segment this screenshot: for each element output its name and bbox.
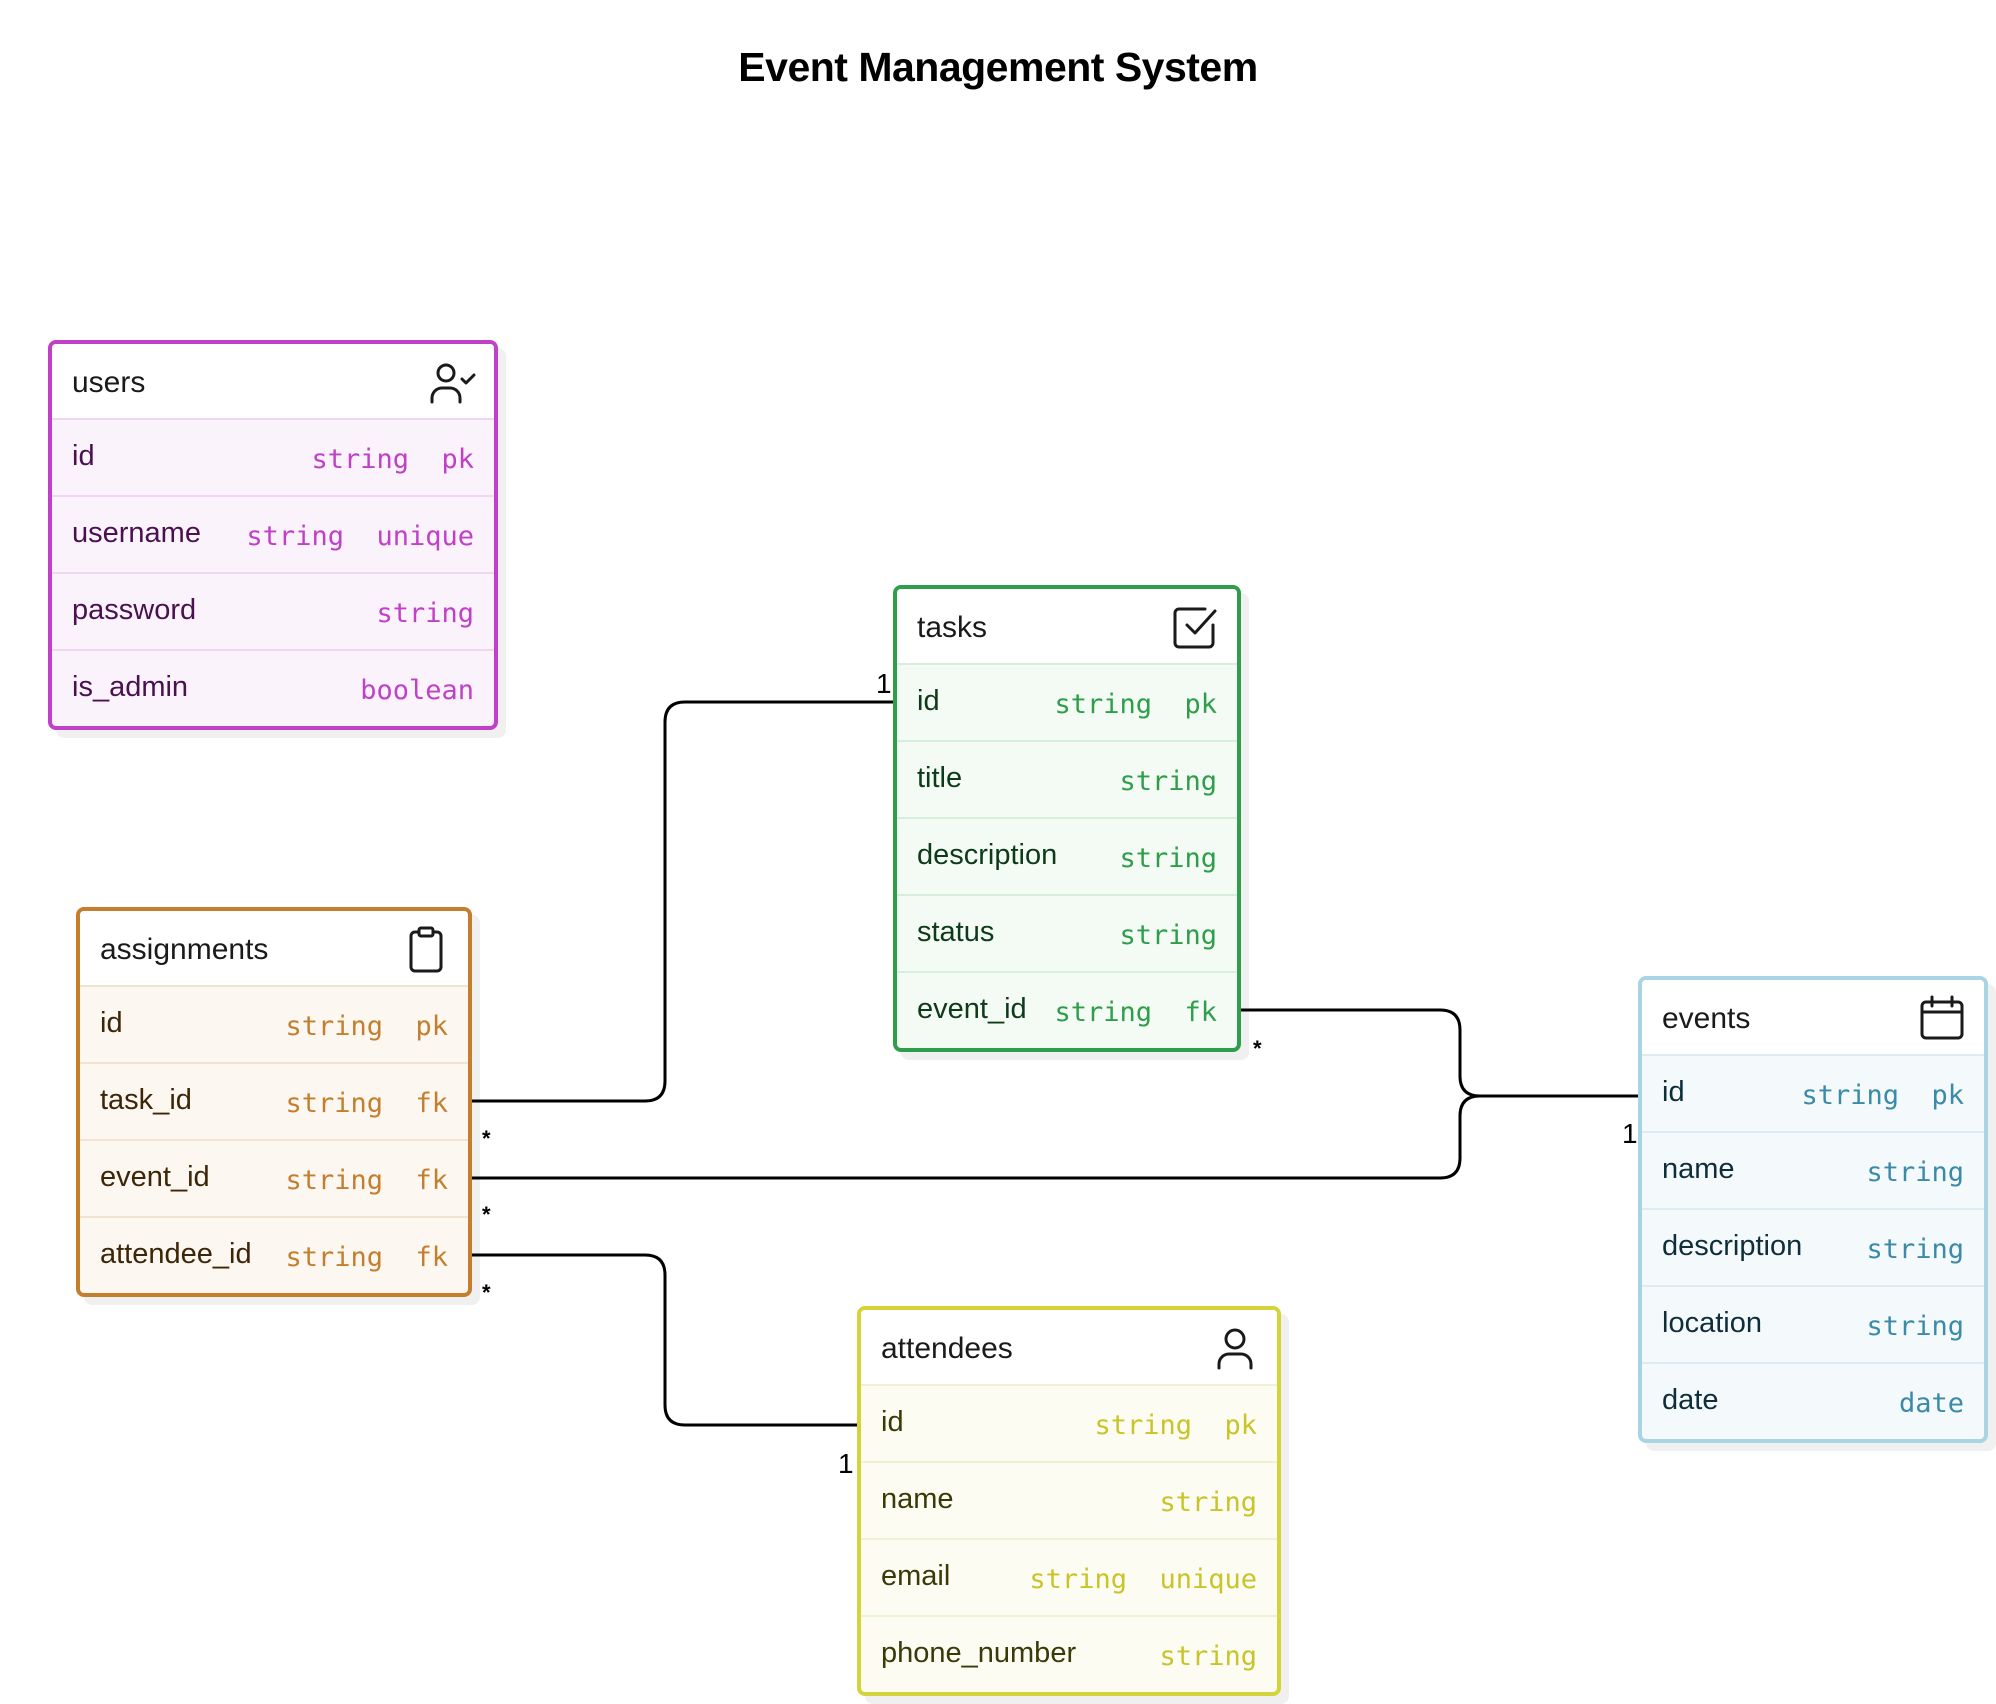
user-check-icon [430, 363, 476, 404]
field-name: id [72, 440, 95, 472]
field-type: string pk [1094, 1410, 1257, 1441]
cardinality-one: 1 [1622, 1118, 1638, 1149]
field-type: string [1119, 766, 1217, 797]
link-assignments-attendees [460, 1253, 869, 1427]
field-name: username [72, 517, 201, 549]
field-type: string fk [285, 1165, 448, 1196]
field-name: phone_number [881, 1637, 1077, 1669]
entity-header: assignments [80, 911, 468, 987]
entity-header: attendees [861, 1310, 1277, 1386]
field-type: string [1119, 843, 1217, 874]
cardinality-many: * [482, 1280, 491, 1305]
field-row-is-admin[interactable]: is_admin boolean [52, 651, 494, 726]
field-type: string [1159, 1487, 1257, 1518]
field-row-password[interactable]: password string [52, 574, 494, 651]
field-row-name[interactable]: name string [1642, 1133, 1984, 1210]
field-row-task-id[interactable]: task_id string fk [80, 1064, 468, 1141]
calendar-icon [1920, 995, 1964, 1040]
entity-header: events [1642, 980, 1984, 1056]
entity-name: events [1662, 1002, 1751, 1035]
field-row-description[interactable]: description string [897, 819, 1237, 896]
field-name: date [1662, 1384, 1719, 1416]
field-row-name[interactable]: name string [861, 1463, 1277, 1540]
field-row-email[interactable]: email string unique [861, 1540, 1277, 1617]
field-row-description[interactable]: description string [1642, 1210, 1984, 1287]
field-name: email [881, 1560, 951, 1592]
field-name: event_id [100, 1161, 210, 1193]
field-name: title [917, 762, 963, 794]
field-row-status[interactable]: status string [897, 896, 1237, 973]
field-type: string fk [285, 1242, 448, 1273]
cardinality-one: 1 [838, 1448, 854, 1479]
field-name: id [1662, 1076, 1685, 1108]
field-row-id[interactable]: id string pk [80, 987, 468, 1064]
entity-name: assignments [100, 933, 269, 966]
field-type: string [1866, 1157, 1964, 1188]
field-name: description [917, 839, 1058, 871]
diagram-title: Event Management System [738, 44, 1258, 90]
field-row-event-id[interactable]: event_id string fk [897, 973, 1237, 1048]
entity-header: tasks [897, 589, 1237, 665]
field-row-id[interactable]: id string pk [861, 1386, 1277, 1463]
field-type: string [1866, 1311, 1964, 1342]
field-row-id[interactable]: id string pk [897, 665, 1237, 742]
entity-attendees[interactable]: attendees id string pk name string email stri… [857, 1306, 1281, 1696]
field-row-id[interactable]: id string pk [1642, 1056, 1984, 1133]
field-row-attendee-id[interactable]: attendee_id string fk [80, 1218, 468, 1293]
field-row-title[interactable]: title string [897, 742, 1237, 819]
field-type: string unique [1029, 1564, 1257, 1595]
entity-name: attendees [881, 1332, 1013, 1365]
field-type: string [1119, 920, 1217, 951]
field-type: boolean [360, 675, 474, 706]
field-name: is_admin [72, 671, 189, 703]
entity-users[interactable]: users id string pk username string unique pa… [48, 340, 498, 730]
entity-tasks[interactable]: tasks id string pk title string description s… [893, 585, 1241, 1052]
field-name: task_id [100, 1084, 192, 1116]
clipboard-icon [409, 926, 443, 973]
field-name: attendee_id [100, 1238, 252, 1270]
field-name: description [1662, 1230, 1803, 1262]
field-row-id[interactable]: id string pk [52, 420, 494, 497]
cardinality-many: * [482, 1126, 491, 1151]
cardinality-many: * [1253, 1036, 1262, 1061]
field-row-username[interactable]: username string unique [52, 497, 494, 574]
field-row-event-id[interactable]: event_id string fk [80, 1141, 468, 1218]
field-row-location[interactable]: location string [1642, 1287, 1984, 1364]
link-assignments-tasks [460, 700, 905, 1103]
cardinality-many: * [482, 1202, 491, 1227]
entity-events[interactable]: events id string pk name string description s… [1638, 976, 1988, 1443]
field-type: string pk [1801, 1080, 1964, 1111]
link-assignments-events [460, 1094, 1481, 1180]
field-type: string pk [285, 1011, 448, 1042]
field-type: string pk [1054, 689, 1217, 720]
link-tasks-events [1231, 1008, 1650, 1098]
field-name: name [881, 1483, 954, 1515]
field-name: status [917, 916, 995, 948]
entity-name: users [72, 366, 146, 399]
field-name: location [1662, 1307, 1762, 1339]
field-type: string [1866, 1234, 1964, 1265]
field-name: id [100, 1007, 123, 1039]
field-name: id [917, 685, 940, 717]
field-name: id [881, 1406, 904, 1438]
field-name: password [72, 594, 197, 626]
field-type: string [1159, 1641, 1257, 1672]
entity-name: tasks [917, 611, 988, 644]
field-type: date [1898, 1388, 1964, 1419]
field-type: string [376, 598, 474, 629]
field-type: string fk [285, 1088, 448, 1119]
entity-header: users [52, 344, 494, 420]
checkbox-icon [1173, 607, 1217, 649]
field-row-date[interactable]: date date [1642, 1364, 1984, 1439]
cardinality-one: 1 [876, 668, 892, 699]
field-type: string pk [311, 444, 474, 475]
field-type: string fk [1054, 997, 1217, 1028]
user-icon [1217, 1328, 1253, 1370]
field-row-phone-number[interactable]: phone_number string [861, 1617, 1277, 1692]
field-type: string unique [246, 521, 474, 552]
field-name: name [1662, 1153, 1735, 1185]
field-name: event_id [917, 993, 1027, 1025]
